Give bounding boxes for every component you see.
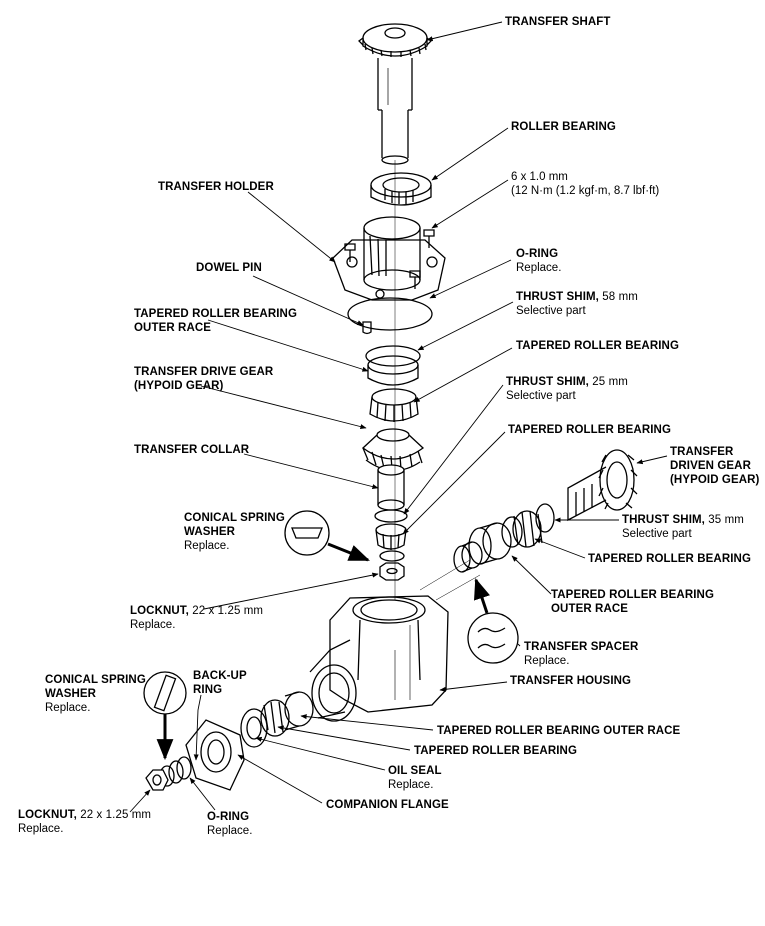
transfer-shaft-part xyxy=(358,23,432,165)
label-conical-washer-top: CONICAL SPRING WASHER Replace. xyxy=(184,512,285,552)
label-outer-race-top: TAPERED ROLLER BEARING OUTER RACE xyxy=(134,308,297,334)
locknut-top-part xyxy=(379,562,405,581)
label-transfer-driven-gear: TRANSFER DRIVEN GEAR (HYPOID GEAR) xyxy=(670,446,760,486)
thrust-shim-25-part xyxy=(374,509,408,523)
backup-ring-part xyxy=(168,760,184,784)
right-tapered-bearing-part xyxy=(501,510,543,548)
locknut-bottom-part xyxy=(145,769,169,791)
roller-bearing-part xyxy=(370,172,432,206)
washer-detail-bottom xyxy=(143,671,187,715)
label-thrust-shim-58: THRUST SHIM, 58 mm Selective part xyxy=(516,291,638,317)
label-transfer-drive-gear: TRANSFER DRIVE GEAR (HYPOID GEAR) xyxy=(134,366,274,392)
thrust-shim-35-part xyxy=(535,503,555,533)
label-tapered-bearing-top: TAPERED ROLLER BEARING xyxy=(516,340,679,352)
o-ring-bottom-part xyxy=(176,756,192,780)
label-outer-race-right: TAPERED ROLLER BEARING OUTER RACE xyxy=(551,589,714,615)
label-tapered-bearing-right: TAPERED ROLLER BEARING xyxy=(588,553,751,565)
washer-detail-top xyxy=(284,510,330,556)
outer-race-top-part xyxy=(365,345,421,386)
label-locknut-bottom: LOCKNUT, 22 x 1.25 mm Replace. xyxy=(18,809,152,835)
label-backup-ring: BACK-UP RING xyxy=(193,670,247,696)
label-transfer-holder: TRANSFER HOLDER xyxy=(158,181,274,193)
label-tapered-bearing-bottom: TAPERED ROLLER BEARING xyxy=(414,745,577,757)
label-thrust-shim-35: THRUST SHIM, 35 mm Selective part xyxy=(622,514,744,540)
o-ring-top-part xyxy=(347,297,433,331)
label-companion-flange: COMPANION FLANGE xyxy=(326,799,449,811)
transfer-housing-part xyxy=(309,595,449,722)
transfer-holder-part xyxy=(332,216,446,301)
transfer-spacer-part xyxy=(453,541,483,573)
right-outer-race-part xyxy=(468,522,512,565)
collar-part xyxy=(377,464,405,511)
label-transfer-collar: TRANSFER COLLAR xyxy=(134,444,250,456)
oil-seal-part xyxy=(240,708,268,748)
driven-gear-part xyxy=(567,449,638,522)
spacer-detail xyxy=(467,612,519,664)
label-conical-washer-bottom: CONICAL SPRING WASHER Replace. xyxy=(45,674,146,714)
label-transfer-housing: TRANSFER HOUSING xyxy=(510,675,632,687)
label-dowel-pin: DOWEL PIN xyxy=(196,262,262,274)
conical-washer-top-part xyxy=(379,550,405,562)
label-roller-bearing: ROLLER BEARING xyxy=(511,121,616,133)
dowel-pin-part xyxy=(362,321,372,335)
label-bolt-spec: 6 x 1.0 mm (12 N·m (1.2 kgf·m, 8.7 lbf·f… xyxy=(511,171,660,197)
label-oil-seal: OIL SEAL Replace. xyxy=(388,765,442,791)
label-tapered-bearing-mid: TAPERED ROLLER BEARING xyxy=(508,424,671,436)
companion-flange-part xyxy=(185,719,245,791)
label-thrust-shim-25: THRUST SHIM, 25 mm Selective part xyxy=(506,376,628,402)
label-locknut-top: LOCKNUT, 22 x 1.25 mm Replace. xyxy=(130,605,264,631)
tapered-bearing-mid-part xyxy=(375,523,407,550)
bottom-outer-race-part xyxy=(284,691,314,731)
tapered-bearing-top-part xyxy=(369,388,419,422)
label-o-ring-top: O-RING Replace. xyxy=(516,248,562,274)
drive-gear-part xyxy=(361,428,425,472)
label-transfer-spacer: TRANSFER SPACER Replace. xyxy=(524,641,639,667)
holder-bolts xyxy=(344,229,435,289)
label-o-ring-bottom: O-RING Replace. xyxy=(207,811,253,837)
label-outer-race-bottom: TAPERED ROLLER BEARING OUTER RACE xyxy=(437,725,681,737)
label-transfer-shaft: TRANSFER SHAFT xyxy=(505,16,611,28)
